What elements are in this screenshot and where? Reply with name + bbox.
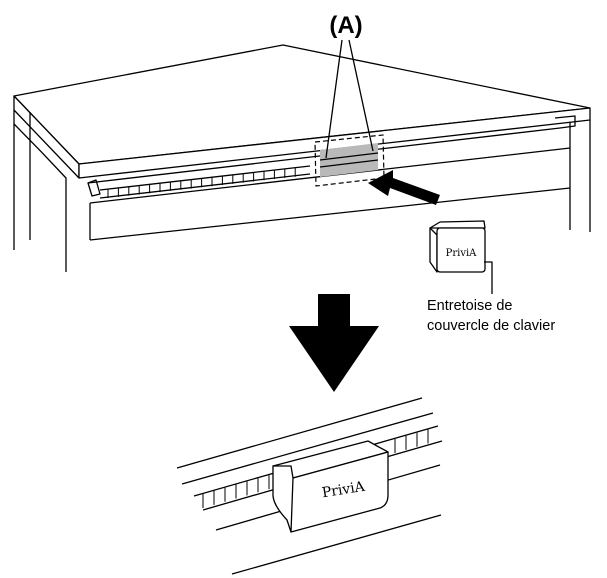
keyboard-keys-closeup xyxy=(202,429,429,508)
installed-spacer: PriviA xyxy=(272,440,389,533)
spacer-side xyxy=(429,227,438,273)
spacer-highlight xyxy=(314,134,385,187)
spacer-leader xyxy=(484,261,493,294)
rail-line-1 xyxy=(176,397,423,469)
keyboard-keys-top xyxy=(107,167,296,198)
arrow-right-icon xyxy=(368,170,440,205)
arrow-down-icon xyxy=(289,294,379,392)
installed-spacer-face-edge xyxy=(290,477,294,533)
rail-line-2 xyxy=(181,412,434,485)
highlight-fill xyxy=(320,143,378,177)
spacer-top xyxy=(429,220,486,229)
part-caption-line1: Entretoise de xyxy=(427,298,512,314)
installed-spacer-logo: PriviA xyxy=(321,479,367,502)
spacer-face xyxy=(436,227,486,273)
piano-top-view xyxy=(13,44,591,272)
part-caption: Entretoise de couvercle de clavier xyxy=(427,298,555,334)
part-caption-line2: couvercle de clavier xyxy=(427,318,555,334)
spacer-part: PriviA xyxy=(429,220,493,294)
left-leg xyxy=(13,123,67,272)
front-rail-lower xyxy=(89,187,571,241)
installed-spacer-face xyxy=(272,451,389,533)
highlight-line-2 xyxy=(319,159,379,168)
callout-a: (A) xyxy=(325,12,374,159)
spacer-logo: PriviA xyxy=(446,248,478,259)
callout-leader-left xyxy=(325,39,343,159)
highlight-dashed-frame xyxy=(314,134,385,187)
keybed-line-2 xyxy=(99,173,311,199)
insert-arrow xyxy=(368,170,440,205)
rail-line-6 xyxy=(231,514,442,575)
callout-label: (A) xyxy=(329,12,362,39)
keybed-line xyxy=(99,165,311,191)
front-rail-right-cap xyxy=(554,115,576,129)
step-arrow xyxy=(289,294,379,392)
callout-leader-right xyxy=(348,39,374,152)
highlight-line-1 xyxy=(319,152,379,161)
front-rail-left-cap xyxy=(87,179,101,197)
